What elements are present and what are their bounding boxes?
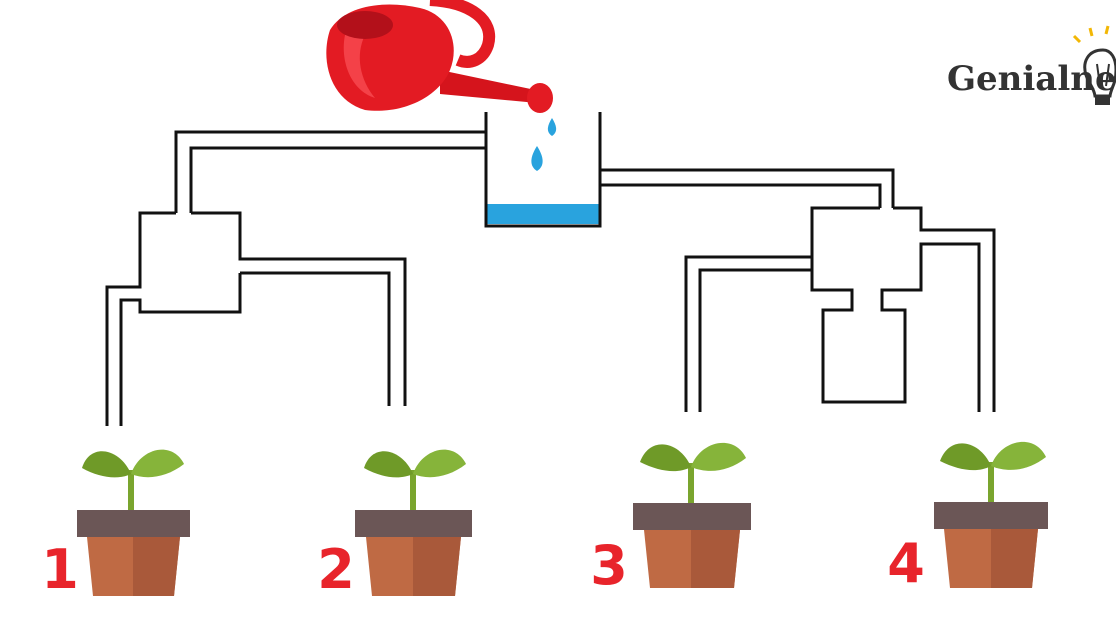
plant-number-2: 2 (317, 538, 355, 601)
plant-2 (355, 449, 472, 596)
logo: Genialne (947, 25, 1116, 105)
plant-number-3: 3 (590, 534, 628, 597)
water-drop-icon (531, 118, 557, 171)
plant-4 (934, 441, 1048, 588)
watering-can-icon (326, 0, 553, 113)
plant-number-4: 4 (887, 532, 925, 595)
lightbulb-icon (1072, 25, 1116, 105)
plant-number-1: 1 (41, 538, 79, 601)
pipe-network (105, 130, 996, 426)
plant-3 (633, 442, 751, 588)
logo-text: Genialne (947, 59, 1116, 99)
plant-1 (77, 449, 190, 596)
water-tank (484, 112, 602, 228)
